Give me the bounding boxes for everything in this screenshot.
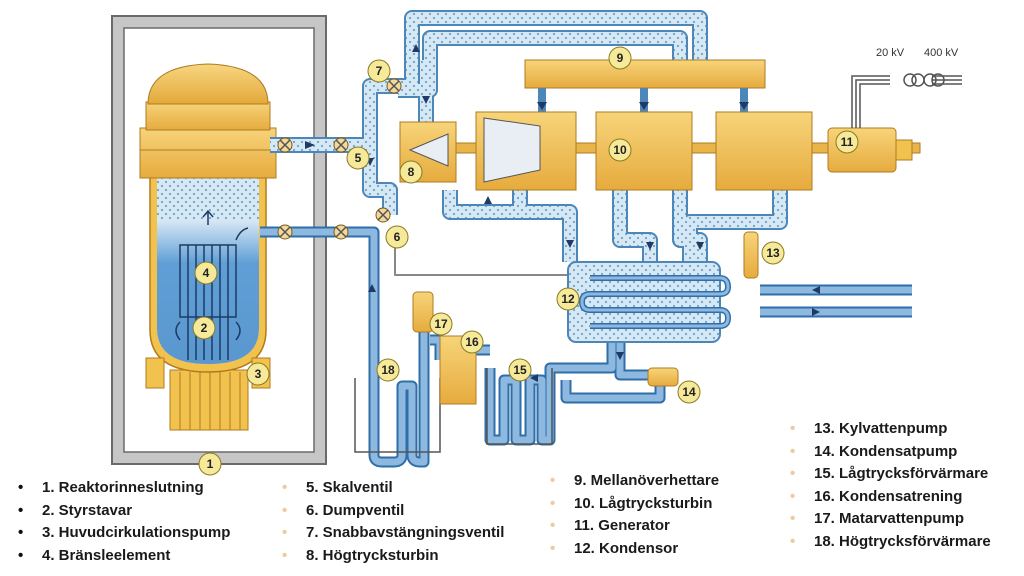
callout-6: 6 <box>385 225 409 249</box>
svg-text:16: 16 <box>465 335 479 349</box>
callout-7: 7 <box>367 59 391 83</box>
legend-item: 2. Styrstavar <box>16 500 230 523</box>
legend-item: 6. Dumpventil <box>280 500 504 523</box>
condensate-pump <box>647 367 679 387</box>
svg-text:10: 10 <box>613 143 627 157</box>
legend-item: 16. Kondensatrening <box>788 486 991 509</box>
callout-2: 2 <box>192 316 216 340</box>
callout-12: 12 <box>556 287 580 311</box>
legend-item: 11. Generator <box>548 515 719 538</box>
legend-column-1: 1. Reaktorinneslutning 2. Styrstavar 3. … <box>16 477 230 567</box>
callout-5: 5 <box>346 146 370 170</box>
legend-column-3: 9. Mellanöverhettare 10. Lågtrycksturbin… <box>548 470 719 560</box>
legend-item: 12. Kondensor <box>548 538 719 561</box>
callout-17: 17 <box>429 312 453 336</box>
legend-item: 9. Mellanöverhettare <box>548 470 719 493</box>
reheater <box>524 59 766 89</box>
legend-item: 1. Reaktorinneslutning <box>16 477 230 500</box>
callout-1: 1 <box>198 452 222 476</box>
callout-10: 10 <box>608 138 632 162</box>
reheater-downcomers <box>538 88 748 114</box>
fuel-elements <box>175 209 249 360</box>
cooling-water-pump <box>743 231 759 279</box>
legend-item: 3. Huvudcirkulationspump <box>16 522 230 545</box>
callout-4: 4 <box>194 261 218 285</box>
svg-text:17: 17 <box>434 317 448 331</box>
legend-item: 10. Lågtrycksturbin <box>548 493 719 516</box>
voltage-high-label: 400 kV <box>924 47 959 59</box>
legend-item: 17. Matarvattenpump <box>788 508 991 531</box>
callout-13: 13 <box>761 241 785 265</box>
callout-14: 14 <box>677 380 701 404</box>
condenser <box>567 261 732 343</box>
svg-text:18: 18 <box>381 363 395 377</box>
legend-item: 4. Bränsleelement <box>16 545 230 568</box>
legend-item: 14. Kondensatpump <box>788 441 991 464</box>
legend-item: 8. Högtrycksturbin <box>280 545 504 568</box>
callout-11: 11 <box>835 130 859 154</box>
legend-column-2: 5. Skalventil 6. Dumpventil 7. Snabbavst… <box>280 477 504 567</box>
svg-text:4: 4 <box>203 266 210 280</box>
preheater-tanks <box>354 368 553 453</box>
low-pressure-turbines <box>475 111 813 191</box>
svg-text:8: 8 <box>408 165 415 179</box>
svg-text:1: 1 <box>207 457 214 471</box>
legend-column-4: 13. Kylvattenpump 14. Kondensatpump 15. … <box>788 418 991 553</box>
callout-8: 8 <box>399 160 423 184</box>
svg-text:5: 5 <box>355 151 362 165</box>
svg-text:15: 15 <box>513 363 527 377</box>
voltage-low-label: 20 kV <box>876 47 905 59</box>
legend-item: 15. Lågtrycksförvärmare <box>788 463 991 486</box>
feedwater-pump <box>412 291 434 333</box>
steam-pipes <box>270 10 788 276</box>
callout-9: 9 <box>608 46 632 70</box>
legend-item: 18. Högtrycksförvärmare <box>788 531 991 554</box>
svg-text:2: 2 <box>201 321 208 335</box>
svg-text:3: 3 <box>255 367 262 381</box>
svg-text:6: 6 <box>394 230 401 244</box>
legend-item: 7. Snabbavstängningsventil <box>280 522 504 545</box>
valves <box>277 78 402 240</box>
callout-3: 3 <box>246 362 270 386</box>
svg-text:9: 9 <box>617 51 624 65</box>
legend-item: 5. Skalventil <box>280 477 504 500</box>
flow-arrows <box>305 44 820 382</box>
legend-item: 13. Kylvattenpump <box>788 418 991 441</box>
callout-16: 16 <box>460 330 484 354</box>
callout-15: 15 <box>508 358 532 382</box>
callout-18: 18 <box>376 358 400 382</box>
svg-text:13: 13 <box>766 246 780 260</box>
svg-text:11: 11 <box>841 135 854 149</box>
svg-text:14: 14 <box>682 385 696 399</box>
svg-text:7: 7 <box>376 64 383 78</box>
svg-text:12: 12 <box>561 292 575 306</box>
transformer <box>851 73 962 128</box>
